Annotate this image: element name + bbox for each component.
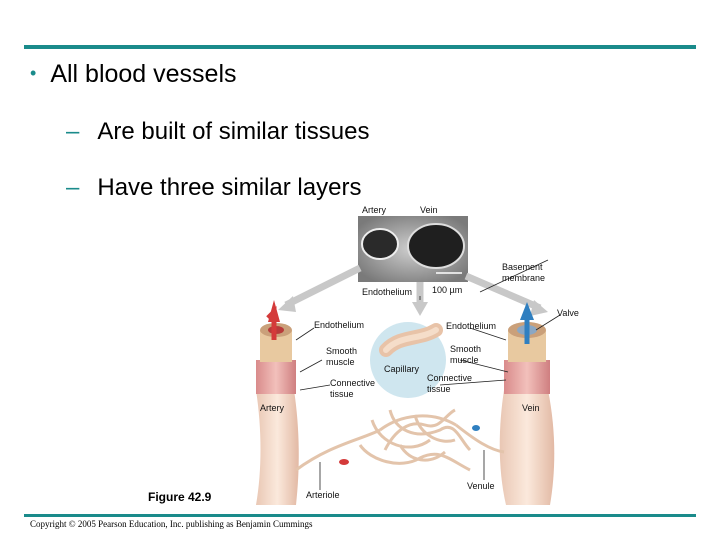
label-capillary: Capillary [384,364,419,375]
label-arteriole: Arteriole [306,490,340,501]
pointer-arrowhead-left [278,296,296,312]
label-scale: 100 µm [432,285,462,296]
label-endothelium-right: Endothelium [446,321,496,332]
label-smooth-muscle-right: Smooth muscle [450,344,481,366]
label-endothelium-left: Endothelium [314,320,364,331]
label-valve: Valve [557,308,579,319]
label-vein: Vein [522,403,540,414]
capillary-bed [296,410,504,470]
figure-caption: Figure 42.9 [148,490,211,504]
label-endothelium-top: Endothelium [362,287,412,298]
pointer-arrow-left [286,268,360,305]
bottom-rule [24,514,696,517]
artery-flow-arrowhead [268,300,280,322]
label-connective-left: Connective tissue [330,378,375,400]
copyright-text: Copyright © 2005 Pearson Education, Inc.… [30,519,313,529]
pointer-arrowhead-center [412,302,428,316]
label-smooth-muscle-left: Smooth muscle [326,346,357,368]
blue-blood-cell [472,425,480,431]
label-connective-right: Connective tissue [427,373,472,395]
artery-muscle-layer [256,360,296,394]
label-micro-vein: Vein [420,205,438,216]
label-venule: Venule [467,481,495,492]
micrograph-artery-lumen [362,229,398,259]
label-basement-membrane: Basement membrane [502,262,545,284]
micrograph-vein-lumen [408,224,464,268]
red-blood-cell [339,459,349,465]
vein-muscle-layer [504,360,550,394]
label-artery: Artery [260,403,284,414]
label-micro-artery: Artery [362,205,386,216]
